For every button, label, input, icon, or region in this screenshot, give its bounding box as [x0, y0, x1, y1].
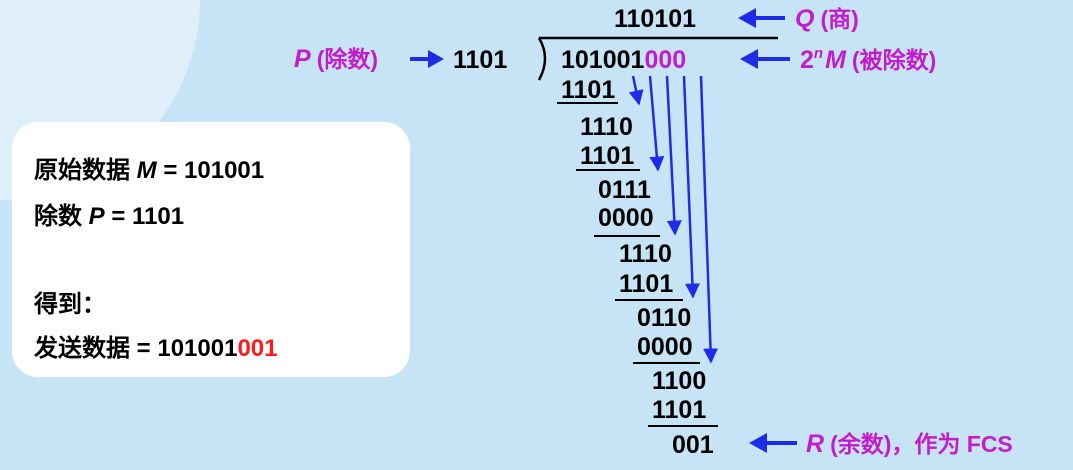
step-remainder: 1110: [580, 113, 633, 141]
step-subtrahend: 0000: [598, 204, 654, 232]
info-box: 原始数据 M = 101001 除数 P = 1101 得到： 发送数据 = 1…: [12, 122, 410, 377]
remainder-label: R(余数)，作为 FCS: [806, 430, 1013, 458]
bring-down-arrow-icon: [699, 75, 719, 364]
quotient-label: Q(商): [795, 5, 859, 33]
divisor-arrow-icon: [410, 50, 444, 68]
dividend-label: 2nM(被除数): [800, 45, 936, 74]
step-remainder: 1110: [619, 240, 672, 268]
info-send-data: 发送数据 = 101001001: [34, 335, 278, 362]
bring-down-arrow-icon: [682, 75, 700, 299]
info-original-data: 原始数据 M = 101001: [34, 157, 265, 184]
step-subtrahend: 1101: [619, 270, 673, 298]
step-remainder: 0111: [598, 176, 651, 204]
info-divisor: 除数 P = 1101: [34, 203, 185, 230]
info-result-heading: 得到：: [34, 291, 106, 318]
bring-down-arrows: [628, 75, 719, 364]
step-subtrahend: 1101: [652, 396, 706, 424]
remainder-arrow-icon: [749, 433, 797, 453]
step-subtrahend: 1101: [580, 142, 634, 170]
step-remainder: 1100: [652, 367, 706, 395]
bring-down-arrow-icon: [648, 75, 665, 172]
quotient-arrow-icon: [738, 8, 785, 28]
division-bracket: [537, 37, 547, 81]
step-subtrahend: 1101: [561, 76, 615, 104]
bring-down-arrow-icon: [665, 75, 682, 236]
bring-down-arrow-icon: [628, 75, 644, 106]
dividend-arrow-icon: [740, 49, 790, 69]
quotient-value: 110101: [614, 5, 696, 33]
dividend-value: 101001000: [561, 46, 686, 74]
step-remainder: 0110: [637, 304, 691, 332]
step-subtrahend: 0000: [637, 333, 693, 361]
division-steps: 1101 1110 1101 0111 0000 1110 1101 0110 …: [557, 76, 718, 459]
final-remainder: 001: [672, 431, 714, 459]
divisor-value: 1101: [453, 46, 507, 74]
divisor-label: P(除数): [294, 45, 378, 73]
